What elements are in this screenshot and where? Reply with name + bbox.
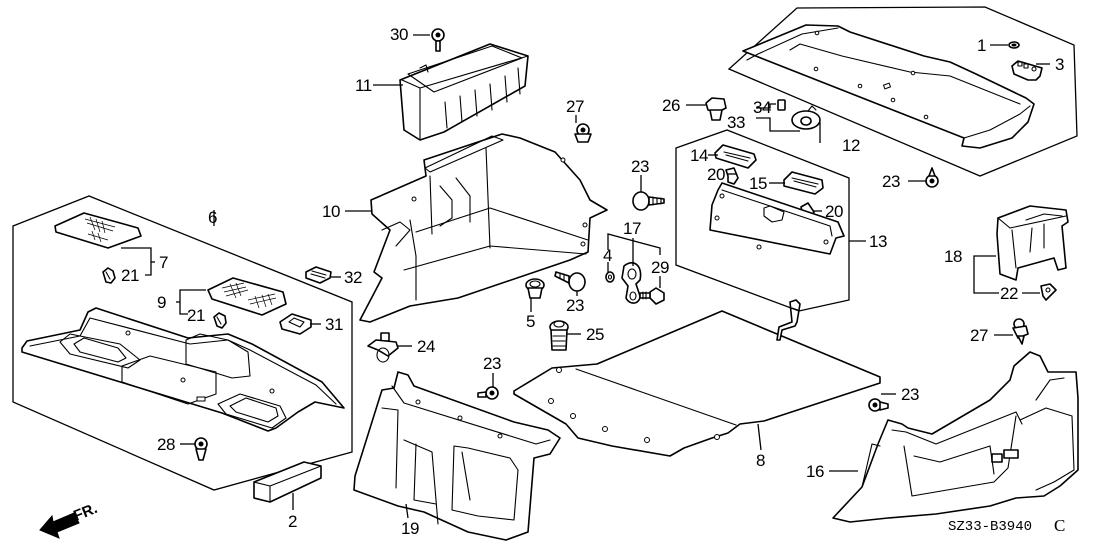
- leader-lines: [121, 34, 1050, 519]
- front-arrow-icon: [39, 512, 80, 539]
- callout-2[interactable]: 2: [288, 512, 298, 531]
- part-23-trim-clip-c[interactable]: [477, 386, 499, 400]
- part-20-clip-a[interactable]: [725, 167, 739, 185]
- callout-14[interactable]: 14: [690, 146, 708, 165]
- part-9-speaker-grille-right[interactable]: [207, 277, 287, 316]
- part-21-clip-b[interactable]: [213, 312, 227, 329]
- part-29-bolt[interactable]: [639, 287, 665, 305]
- callout-34[interactable]: 34: [753, 98, 771, 117]
- callout-23-c[interactable]: 23: [483, 354, 501, 373]
- callout-9[interactable]: 9: [157, 293, 167, 312]
- callout-12[interactable]: 12: [842, 136, 860, 155]
- group-box-rear-tray: [12, 195, 353, 491]
- part-23-trim-clip-a[interactable]: [632, 191, 665, 211]
- group-box-rear-panel: [675, 129, 850, 312]
- front-label: FR.: [71, 500, 100, 525]
- part-27-clip-b[interactable]: [1012, 318, 1029, 345]
- callout-10[interactable]: 10: [322, 202, 340, 221]
- callout-29[interactable]: 29: [651, 258, 669, 277]
- part-31-cover[interactable]: [279, 313, 312, 335]
- part-34-clip[interactable]: [777, 99, 786, 111]
- callout-21-b[interactable]: 21: [187, 306, 205, 325]
- part-21-clip-a[interactable]: [102, 267, 116, 284]
- part-12-trunk-lid-lining[interactable]: [742, 24, 1035, 149]
- callout-23-a[interactable]: 23: [631, 157, 649, 176]
- part-2-foam-block[interactable]: [253, 461, 322, 503]
- callout-21-a[interactable]: 21: [121, 266, 139, 285]
- callout-20-a[interactable]: 20: [707, 165, 725, 184]
- diagram-code-number: SZ33-B3940: [948, 519, 1032, 535]
- part-24-harness-clip[interactable]: [367, 332, 399, 363]
- callouts: 30 11 27 26 34 33 12 1 3 23 14 20 15 20 …: [121, 25, 1065, 538]
- callout-20-b[interactable]: 20: [825, 202, 843, 221]
- part-26-clip[interactable]: [705, 97, 727, 121]
- callout-15[interactable]: 15: [749, 174, 767, 193]
- part-33-cap[interactable]: [791, 105, 821, 130]
- callout-5[interactable]: 5: [526, 312, 536, 331]
- callout-31[interactable]: 31: [325, 315, 343, 334]
- callout-19[interactable]: 19: [401, 519, 419, 538]
- part-23-trim-clip-d[interactable]: [868, 398, 889, 412]
- part-8-hook-bracket[interactable]: [776, 299, 801, 341]
- part-8-trunk-floor-mat[interactable]: [513, 310, 881, 457]
- callout-11[interactable]: 11: [355, 76, 372, 95]
- part-17-hook[interactable]: [621, 262, 642, 304]
- diagram-revision: C: [1054, 516, 1065, 535]
- callout-30[interactable]: 30: [390, 25, 408, 44]
- callout-7[interactable]: 7: [159, 253, 169, 272]
- group-box-trunk-lid-lining: [727, 6, 1078, 177]
- diagram-code: SZ33-B3940 C: [948, 516, 1065, 535]
- part-1-grommet[interactable]: [1008, 41, 1020, 49]
- callout-32[interactable]: 32: [344, 268, 362, 287]
- part-27-clip-a[interactable]: [574, 123, 592, 143]
- callout-13[interactable]: 13: [869, 232, 887, 251]
- callout-25[interactable]: 25: [586, 325, 604, 344]
- callout-22[interactable]: 22: [1000, 284, 1018, 303]
- callout-4[interactable]: 4: [603, 246, 613, 265]
- callout-23-e[interactable]: 23: [882, 172, 900, 191]
- part-16-trunk-side-lining-right[interactable]: [832, 351, 1079, 523]
- part-11-storage-box[interactable]: [399, 43, 529, 141]
- callout-23-b[interactable]: 23: [566, 296, 584, 315]
- part-14-cover[interactable]: [714, 144, 757, 169]
- callout-6[interactable]: 6: [208, 208, 218, 227]
- part-4-washer[interactable]: [605, 271, 615, 283]
- part-13-rear-panel-lining[interactable]: [709, 182, 845, 255]
- part-19-front-trunk-lining[interactable]: [353, 371, 561, 541]
- callout-27-b[interactable]: 27: [970, 326, 988, 345]
- part-18-lid[interactable]: [996, 205, 1069, 281]
- callout-18[interactable]: 18: [944, 247, 962, 266]
- callout-27-a[interactable]: 27: [566, 97, 584, 116]
- part-23-trim-clip-e[interactable]: [925, 167, 939, 188]
- part-22-clip[interactable]: [1040, 283, 1057, 301]
- part-30-bolt[interactable]: [431, 28, 445, 52]
- callout-16[interactable]: 16: [806, 462, 824, 481]
- callout-28[interactable]: 28: [157, 435, 175, 454]
- callout-3[interactable]: 3: [1055, 55, 1065, 74]
- callout-23-d[interactable]: 23: [901, 385, 919, 404]
- part-25-fastener[interactable]: [549, 320, 569, 351]
- part-7-speaker-grille-left[interactable]: [54, 212, 142, 249]
- callout-1[interactable]: 1: [977, 36, 987, 55]
- callout-26[interactable]: 26: [662, 96, 680, 115]
- part-15-cover[interactable]: [783, 171, 824, 195]
- part-5-plug[interactable]: [525, 278, 545, 299]
- part-10-trunk-side-lining-left[interactable]: [359, 133, 608, 323]
- callout-17[interactable]: 17: [623, 219, 641, 238]
- callout-24[interactable]: 24: [417, 337, 435, 356]
- part-3-hinge-clip[interactable]: [1011, 60, 1043, 81]
- part-32-cover[interactable]: [305, 266, 332, 284]
- part-28-clip[interactable]: [194, 437, 208, 461]
- part-23-trim-clip-b[interactable]: [554, 271, 586, 292]
- callout-33[interactable]: 33: [727, 113, 745, 132]
- front-direction-indicator: FR.: [39, 500, 100, 539]
- callout-8[interactable]: 8: [756, 451, 766, 470]
- part-6-rear-tray[interactable]: [21, 307, 345, 432]
